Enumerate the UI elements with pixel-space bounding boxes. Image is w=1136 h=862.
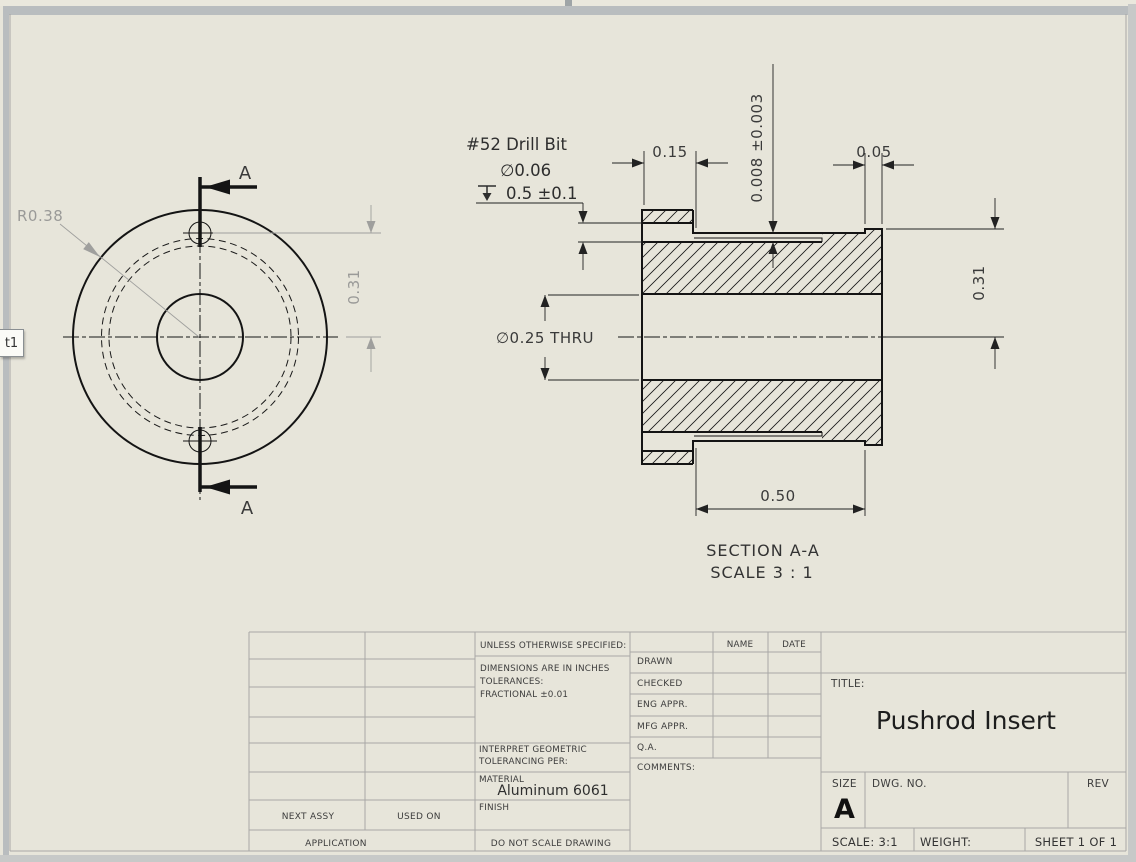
weight-label: WEIGHT: [920, 835, 971, 849]
section-letter-top: A [239, 163, 252, 184]
section-caption-title: SECTION A-A [706, 541, 820, 560]
finish-label: FINISH [479, 803, 509, 813]
dim-right-lip-text[interactable]: 0.05 [856, 143, 891, 161]
section-caption-scale: SCALE 3 : 1 [710, 563, 813, 582]
dim-body-length[interactable]: 0.50 [695, 448, 866, 516]
comments-label: COMMENTS: [637, 763, 695, 773]
depth-symbol-icon [478, 185, 496, 201]
dim-outer-radius[interactable]: 0.31 [886, 198, 1004, 369]
mfg-appr-label: MFG APPR. [637, 722, 688, 732]
window-right-border [1128, 4, 1136, 862]
section-letter-bottom: A [241, 498, 254, 519]
pane-splitter-handle[interactable] [565, 0, 572, 6]
hole-offset-text[interactable]: 0.31 [345, 269, 363, 304]
dim-body-length-text[interactable]: 0.50 [760, 487, 795, 505]
window-left-border [3, 6, 9, 862]
name-header: NAME [727, 640, 754, 650]
hatch-top-band [642, 229, 882, 294]
next-assy-label: NEXT ASSY [282, 812, 335, 822]
dim-lip-thickness-text[interactable]: 0.008 ±0.003 [748, 93, 766, 202]
section-view[interactable]: 0.15 0.008 ±0.003 0.05 0.31 [466, 64, 1004, 582]
fractional-tolerance: FRACTIONAL ±0.01 [480, 690, 568, 700]
date-header: DATE [782, 640, 806, 650]
title-label: TITLE: [830, 678, 865, 690]
section-arrow-bottom [205, 479, 230, 495]
window-bottom-border [0, 855, 1136, 862]
hatch-bottom-skirt [642, 451, 693, 464]
dims-in-inches: DIMENSIONS ARE IN INCHES [480, 664, 610, 674]
title-block: UNLESS OTHERWISE SPECIFIED: DIMENSIONS A… [248, 631, 1127, 852]
sheet-label: SHEET 1 OF 1 [1035, 835, 1117, 849]
eng-appr-label: ENG APPR. [637, 700, 688, 710]
interpret-line1: INTERPRET GEOMETRIC [479, 745, 587, 755]
hole-offset-dimension[interactable]: 0.31 [213, 205, 381, 372]
dwg-no-label: DWG. NO. [872, 778, 927, 790]
hatch-bottom-band [642, 380, 882, 445]
part-outline[interactable] [641, 209, 883, 465]
radius-dimension[interactable]: R0.38 [17, 207, 200, 338]
qa-label: Q.A. [637, 743, 657, 753]
interpret-line2: TOLERANCING PER: [478, 757, 568, 767]
dim-lip-thickness[interactable]: 0.008 ±0.003 [748, 64, 778, 268]
section-line[interactable]: A A [198, 163, 257, 519]
used-on-label: USED ON [397, 812, 441, 822]
material-value[interactable]: Aluminum 6061 [497, 783, 608, 799]
window-top-border [3, 6, 1136, 15]
front-view[interactable]: A A R0.38 0.31 [17, 163, 381, 519]
tolerance-header: UNLESS OTHERWISE SPECIFIED: [480, 641, 626, 651]
scale-label: SCALE: 3:1 [832, 835, 898, 849]
material-label: MATERIAL [479, 775, 524, 785]
drill-note-callout[interactable]: #52 Drill Bit ∅0.06 0.5 ±0.1 [466, 135, 642, 270]
section-caption: SECTION A-A SCALE 3 : 1 [706, 541, 820, 582]
dim-outer-radius-text[interactable]: 0.31 [970, 265, 988, 300]
size-label: SIZE [832, 778, 857, 790]
rev-label: REV [1087, 778, 1110, 790]
drill-note-line3[interactable]: 0.5 ±0.1 [506, 184, 578, 203]
tolerances-label: TOLERANCES: [479, 677, 544, 687]
drawing-title[interactable]: Pushrod Insert [876, 706, 1056, 735]
drill-note-line1[interactable]: #52 Drill Bit [466, 135, 567, 154]
dim-bore[interactable]: ∅0.25 THRU [496, 294, 639, 381]
size-value: A [834, 794, 855, 825]
drill-note-line2[interactable]: ∅0.06 [500, 161, 551, 180]
do-not-scale: DO NOT SCALE DRAWING [491, 839, 612, 849]
radius-dim-text[interactable]: R0.38 [17, 207, 63, 225]
section-arrow-top [205, 179, 230, 195]
sheet-tab[interactable]: t1 [0, 329, 24, 357]
dim-flange-length-text[interactable]: 0.15 [652, 143, 687, 161]
application-label: APPLICATION [305, 839, 367, 849]
bore-circle[interactable] [156, 293, 244, 381]
dim-right-lip[interactable]: 0.05 [833, 143, 914, 224]
dim-flange-length[interactable]: 0.15 [612, 143, 728, 228]
dim-bore-text[interactable]: ∅0.25 THRU [496, 329, 594, 347]
hatch-top-skirt [642, 210, 693, 223]
checked-label: CHECKED [637, 679, 683, 689]
drawn-label: DRAWN [637, 657, 673, 667]
